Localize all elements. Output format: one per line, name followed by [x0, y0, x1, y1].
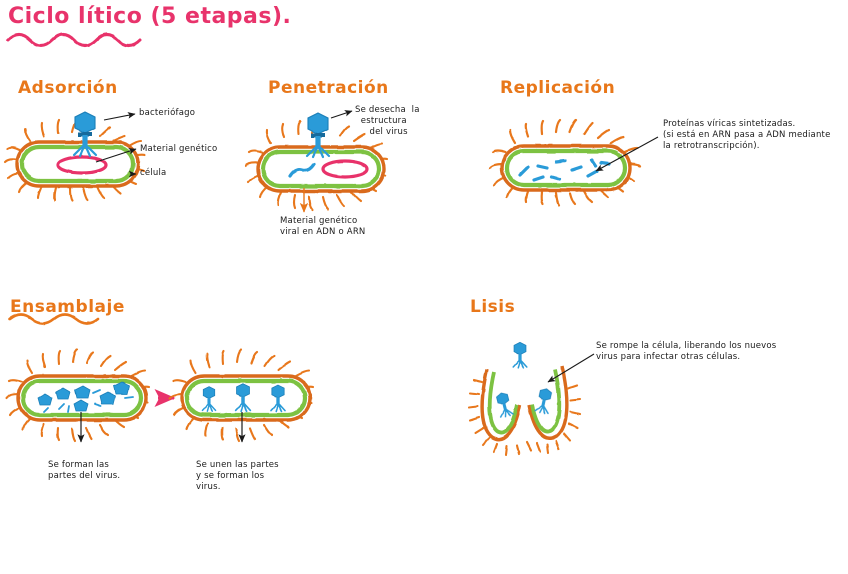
stage-lisis-figure: [467, 317, 595, 457]
leader-bacteriofago: [103, 112, 136, 121]
label-bacteriofago: bacteriófago: [139, 108, 196, 118]
label-proteinas-viricas: Proteínas víricas sintetizadas. (si está…: [663, 119, 831, 151]
label-rompe-celula: Se rompe la célula, liberando los nuevos…: [596, 341, 777, 362]
leader-rompe-celula: [547, 353, 595, 383]
stage-heading-lisis: Lisis: [470, 297, 516, 317]
stage-adsorcion-figure: [3, 97, 147, 203]
label-material-genetico: Material genético: [140, 144, 218, 154]
page-title: Ciclo lítico (5 etapas).: [8, 4, 292, 29]
stage-heading-ensamblaje: Ensamblaje: [10, 297, 125, 317]
label-unen-partes: Se unen las partes y se forman los virus…: [196, 460, 279, 492]
label-material-genetico-viral: Material genético viral en ADN o ARN: [280, 216, 366, 237]
viral-dna: [288, 162, 316, 178]
stage-heading-penetracion: Penetración: [268, 78, 389, 98]
label-desecha-estructura: Se desecha la estructura del virus: [355, 105, 420, 137]
title-underline: [6, 33, 142, 47]
cilia-left: [4, 348, 151, 443]
label-forman-partes: Se forman las partes del virus.: [48, 460, 121, 481]
stage-heading-replicacion: Replicación: [500, 78, 616, 98]
label-celula: célula: [140, 168, 167, 178]
cilia-lisis: [467, 378, 582, 457]
viral-proteins: [518, 158, 611, 182]
stage-penetracion-figure: [244, 97, 389, 213]
stage-replicacion-figure: [488, 97, 659, 207]
leader-desecha: [330, 110, 353, 119]
leader-proteinas: [595, 136, 659, 172]
stage-heading-adsorcion: Adsorción: [18, 78, 118, 98]
leader-material-genetico: [95, 148, 137, 163]
virus-parts-left: [37, 381, 130, 412]
stage-ensamblaje-figure: [4, 313, 315, 443]
